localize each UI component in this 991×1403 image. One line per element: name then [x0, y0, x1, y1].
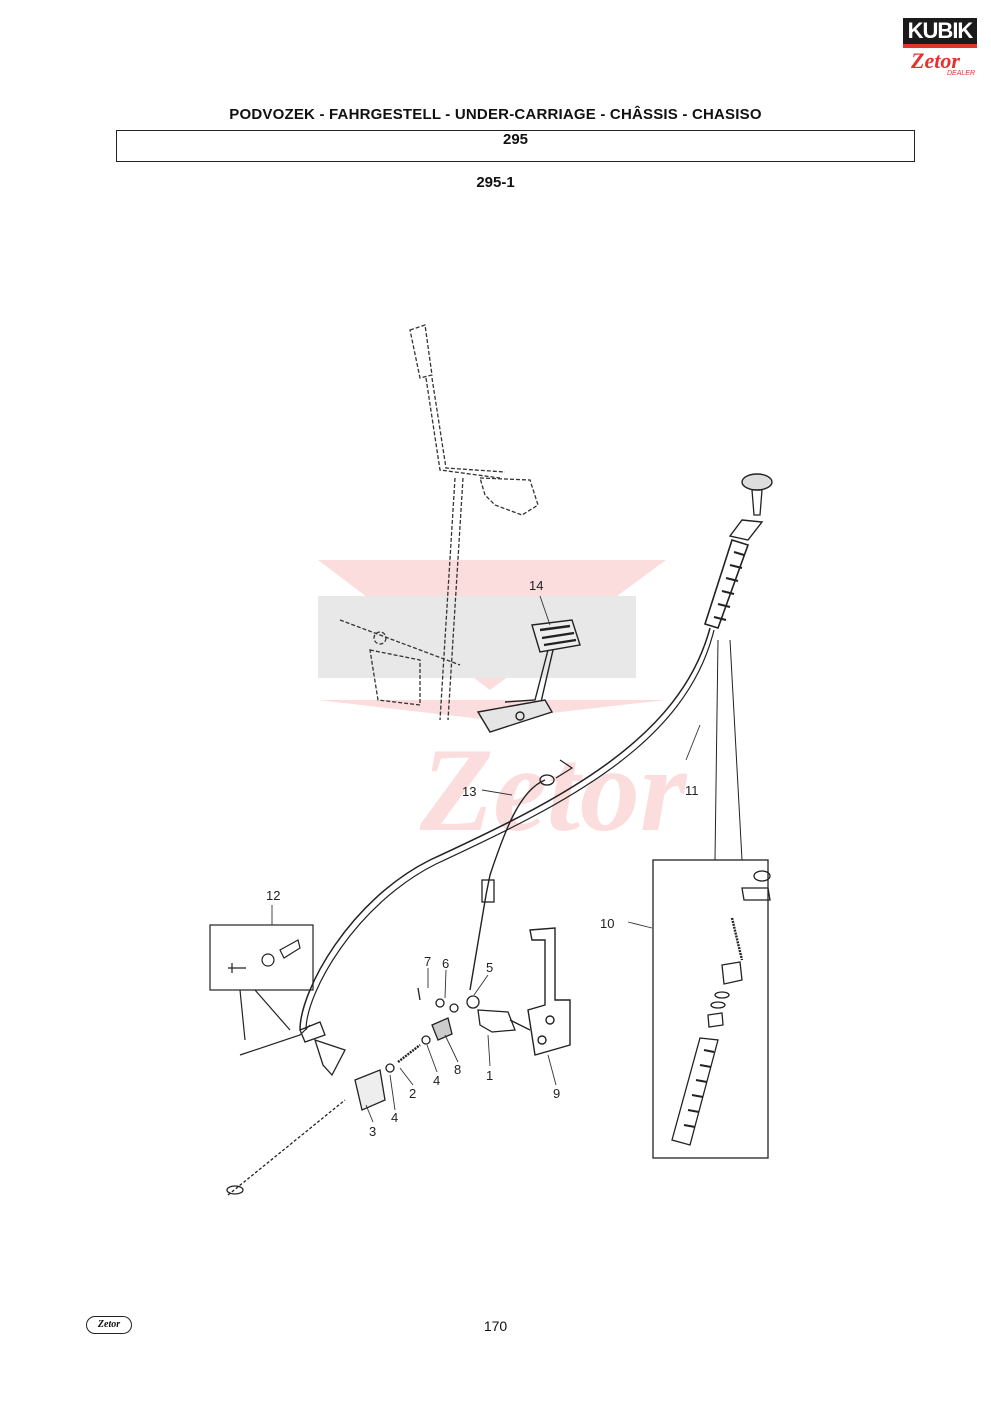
callout-1: 1: [486, 1068, 493, 1083]
callout-8: 8: [454, 1062, 461, 1077]
callout-9: 9: [553, 1086, 560, 1101]
kubik-zetor-logo: KUBIK Zetor DEALER: [903, 18, 981, 78]
gear-lever-assembly: [339, 324, 539, 721]
leader-lines: [271, 595, 701, 1123]
dealer-logo-text: DEALER: [947, 70, 976, 77]
page-number: 170: [483, 1318, 508, 1334]
callout-2: 2: [409, 1086, 416, 1101]
kubik-logo-text: KUBIK: [903, 18, 977, 48]
callout-12: 12: [266, 888, 280, 903]
callout-4-lower: 4: [391, 1110, 398, 1125]
callout-10: 10: [600, 916, 614, 931]
callout-3: 3: [369, 1124, 376, 1139]
page-title: PODVOZEK - FAHRGESTELL - UNDER-CARRIAGE …: [229, 106, 762, 123]
throttle-linkage: [226, 987, 531, 1196]
figure-code: 295-1: [476, 174, 515, 191]
brake-pedal: [476, 619, 581, 733]
hand-throttle-cable: [299, 473, 773, 1031]
callout-6: 6: [442, 956, 449, 971]
bracket-9: [527, 927, 571, 1056]
callout-13: 13: [462, 784, 476, 799]
callout-5: 5: [486, 960, 493, 975]
zetor-footer-logo: Zetor: [86, 1316, 132, 1334]
zetor-logo-text: Zetor: [911, 48, 960, 73]
callout-4-upper: 4: [433, 1073, 440, 1088]
svg-text:Zetor: Zetor: [419, 723, 688, 856]
group-code-box: 295: [116, 130, 915, 162]
detail-box-10: [652, 639, 771, 1159]
detail-box-12: [209, 924, 314, 1056]
callout-11: 11: [685, 783, 699, 798]
cable-13: [469, 759, 574, 991]
callout-14: 14: [529, 578, 543, 593]
watermark: Zetor: [318, 560, 688, 856]
callout-7: 7: [424, 954, 431, 969]
